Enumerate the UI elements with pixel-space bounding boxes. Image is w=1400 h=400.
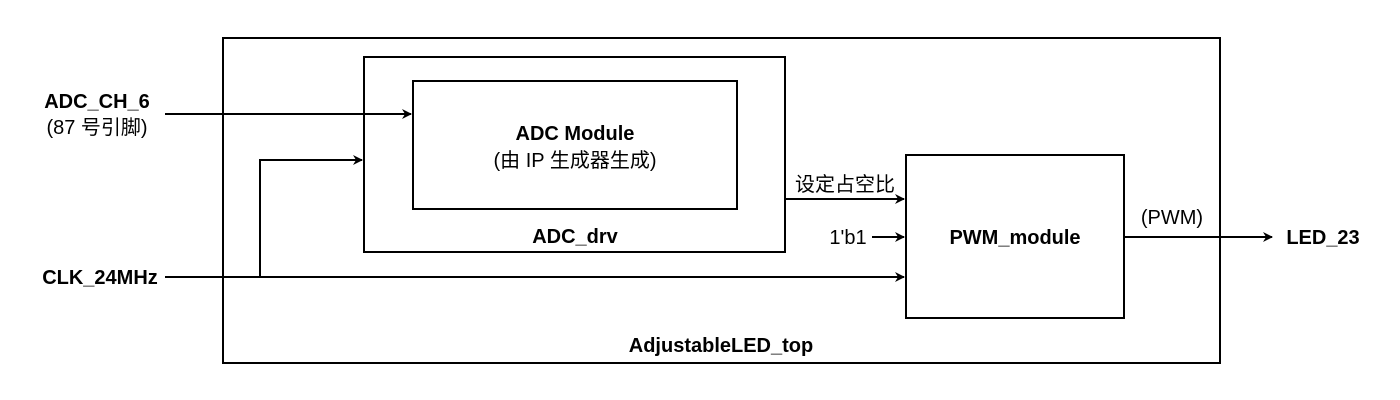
adc-ch-note: (87 号引脚) [46, 116, 147, 139]
duty-label: 设定占空比 [795, 173, 895, 196]
clk-to-adc-drv-wire [259, 155, 363, 277]
led-output-label: LED_23 [1286, 227, 1359, 249]
adc-drv-box [363, 56, 786, 253]
adc-module-title: ADC Module [516, 123, 635, 145]
adc-module-subtitle: (由 IP 生成器生成) [494, 149, 657, 172]
top-module-label: AdjustableLED_top [629, 335, 813, 357]
adc-ch-label: ADC_CH_6 [44, 91, 150, 113]
clk-label: CLK_24MHz [42, 267, 158, 289]
pwm-signal-label: (PWM) [1141, 207, 1203, 229]
adc-drv-label: ADC_drv [532, 226, 618, 248]
pwm-module-label: PWM_module [949, 227, 1080, 249]
top-module-box [222, 37, 1221, 364]
adc-module-box [412, 80, 738, 210]
const-label: 1'b1 [829, 227, 866, 249]
